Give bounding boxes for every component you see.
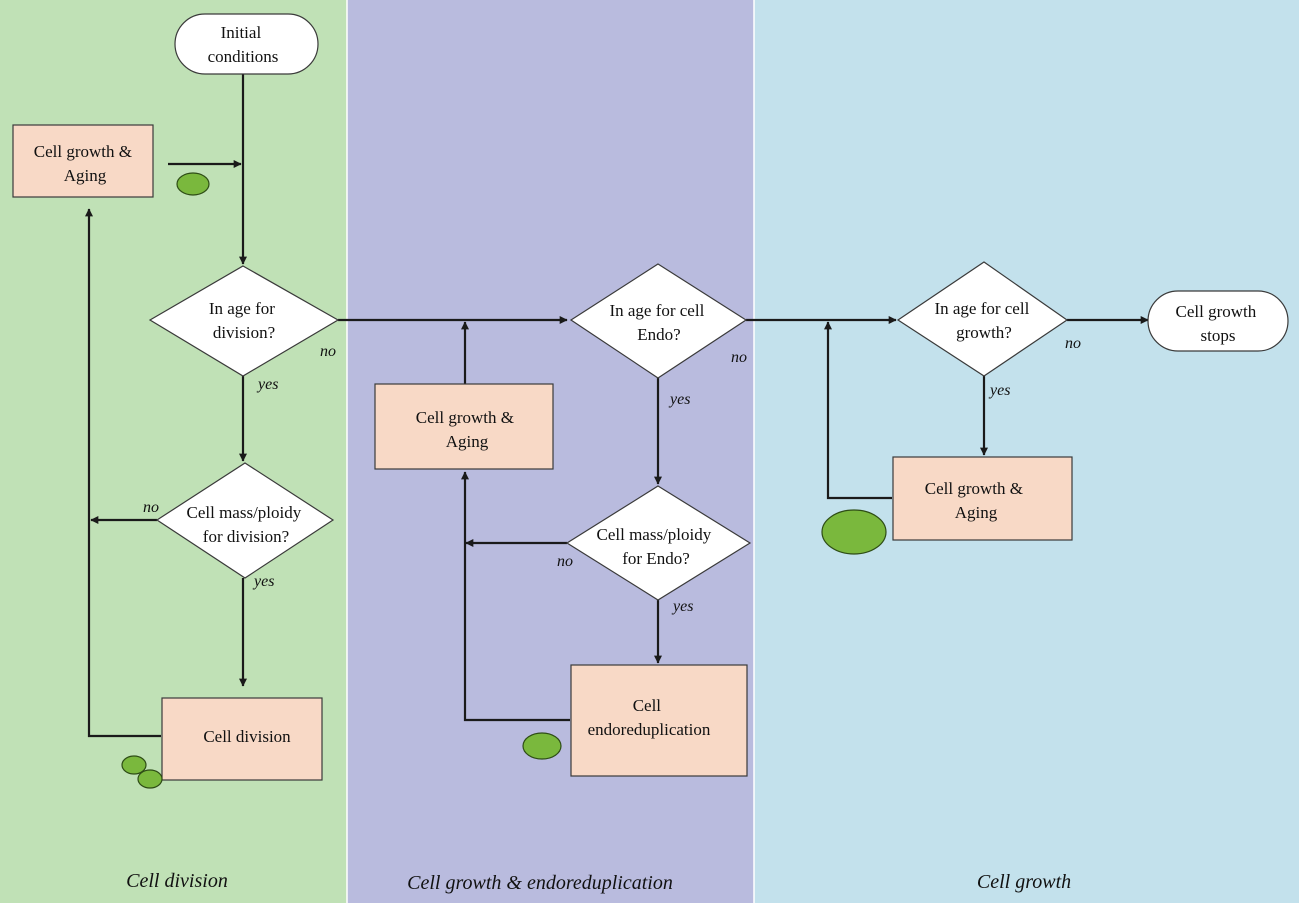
svg-text:Cell growth & Aging: Cell growth & Aging bbox=[925, 479, 1027, 522]
yes-label: yes bbox=[256, 376, 278, 393]
node-label: Initial bbox=[221, 23, 262, 42]
node-label: Cell growth & bbox=[925, 479, 1023, 498]
cell-icon bbox=[176, 172, 210, 196]
node-label: conditions bbox=[208, 47, 279, 66]
cell-growth-aging-box-2 bbox=[374, 383, 554, 470]
cell-icon bbox=[821, 509, 887, 555]
yes-label: yes bbox=[988, 382, 1010, 399]
svg-text:Cell endoreduplication: Cell endoreduplication bbox=[588, 696, 711, 739]
no-label: no bbox=[320, 343, 336, 360]
node-label: Cell growth bbox=[1176, 302, 1257, 321]
svg-text:Initial conditions: Initial conditions bbox=[208, 23, 279, 66]
age-endo-decision bbox=[569, 263, 748, 379]
endoreduplication-box bbox=[570, 664, 748, 777]
node-label: Aging bbox=[955, 503, 998, 522]
edge-growth-aging-3-loop bbox=[824, 321, 892, 500]
node-label: Endo? bbox=[637, 325, 680, 344]
no-label: no bbox=[143, 499, 159, 516]
node-label: Cell bbox=[633, 696, 662, 715]
svg-text:Cell growth & Aging: Cell growth & Aging bbox=[34, 142, 136, 185]
svg-text:Cell mass/ploidy for Endo?: Cell mass/ploidy for Endo? bbox=[597, 525, 716, 568]
node-label: Cell growth & bbox=[416, 408, 514, 427]
cell-division-box bbox=[161, 697, 323, 781]
node-label: Cell growth & bbox=[34, 142, 132, 161]
cell-growth-aging-box-3 bbox=[892, 456, 1073, 541]
no-label: no bbox=[557, 553, 573, 570]
svg-text:In age for cell growth?: In age for cell growth? bbox=[934, 299, 1033, 342]
yes-label: yes bbox=[252, 573, 274, 590]
cell-growth-stops-terminal bbox=[1147, 290, 1289, 352]
node-label: Aging bbox=[64, 166, 107, 185]
yes-label: yes bbox=[671, 598, 693, 615]
node-label: Aging bbox=[446, 432, 489, 451]
lane-title: Cell growth & endoreduplication bbox=[407, 872, 673, 894]
age-division-decision bbox=[148, 265, 340, 377]
svg-text:Cell mass/ploidy for divis: Cell mass/ploidy for division? bbox=[187, 503, 306, 546]
yes-label: yes bbox=[668, 391, 690, 408]
node-label: Cell division bbox=[203, 727, 291, 746]
node-label: stops bbox=[1201, 326, 1236, 345]
cell-growth-aging-box-1 bbox=[12, 124, 154, 198]
cell-icon bbox=[137, 769, 163, 789]
no-label: no bbox=[1065, 335, 1081, 352]
svg-text:In age for cell Endo?: In age for cell Endo? bbox=[609, 301, 708, 344]
node-label: for Endo? bbox=[622, 549, 690, 568]
node-label: Cell mass/ploidy bbox=[187, 503, 302, 522]
svg-text:Cell growth stops: Cell growth stops bbox=[1176, 302, 1261, 345]
lane-title: Cell division bbox=[126, 870, 228, 892]
cell-icon bbox=[121, 755, 147, 775]
edge-cell-division-loop bbox=[85, 208, 161, 738]
node-label: In age for bbox=[209, 299, 275, 318]
age-growth-decision bbox=[896, 261, 1069, 377]
lane-title: Cell growth bbox=[977, 871, 1071, 893]
svg-text:Cell division: Cell division bbox=[203, 727, 291, 746]
mass-ploidy-division-decision bbox=[155, 462, 335, 579]
mass-ploidy-endo-decision bbox=[565, 485, 752, 601]
node-label: growth? bbox=[956, 323, 1012, 342]
cell-icon bbox=[522, 732, 562, 760]
edge-endoreduplication-loop bbox=[461, 471, 570, 722]
node-label: Cell mass/ploidy bbox=[597, 525, 712, 544]
lane-cell-growth bbox=[754, 0, 1299, 903]
svg-text:Cell growth & Aging: Cell growth & Aging bbox=[416, 408, 518, 451]
svg-text:In age for division?: In age for division? bbox=[209, 299, 279, 342]
node-label: for division? bbox=[203, 527, 289, 546]
node-label: division? bbox=[213, 323, 275, 342]
initial-conditions-terminal bbox=[174, 13, 319, 75]
node-label: In age for cell bbox=[609, 301, 704, 320]
node-label: In age for cell bbox=[934, 299, 1029, 318]
no-label: no bbox=[731, 349, 747, 366]
node-label: endoreduplication bbox=[588, 720, 711, 739]
